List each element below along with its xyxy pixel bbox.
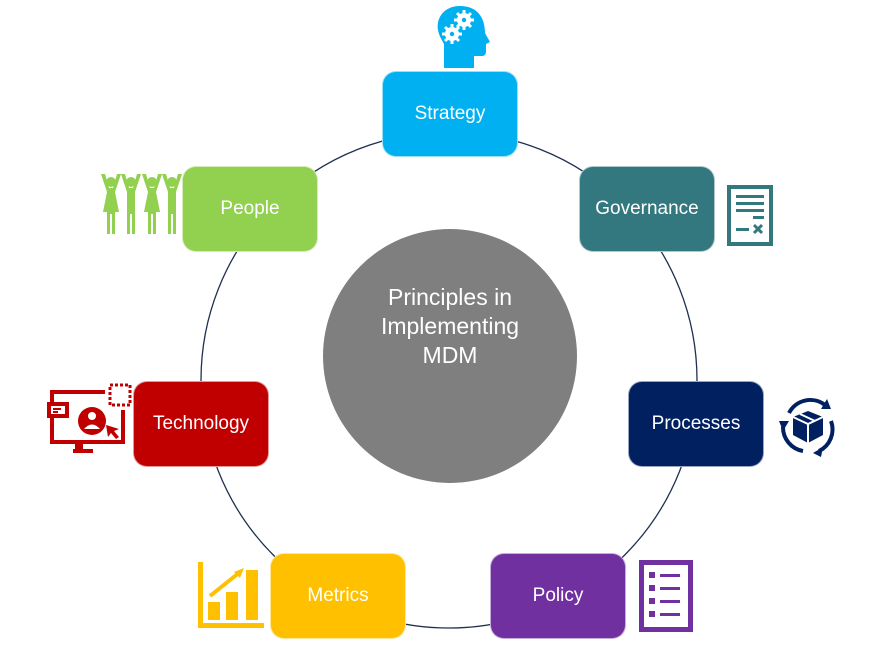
bar-chart-growth-icon	[198, 562, 264, 628]
monitor-user-icon	[47, 383, 132, 453]
center-title-line-1: Principles in	[388, 283, 512, 310]
node-people: People	[182, 166, 318, 252]
node-policy-label: Policy	[532, 585, 584, 606]
cycle-package-icon	[779, 398, 835, 457]
node-metrics: Metrics	[270, 553, 406, 639]
node-strategy-label: Strategy	[414, 103, 486, 124]
center-title-line-2: Implementing	[380, 312, 520, 339]
people-group-icon	[101, 174, 182, 234]
node-strategy: Strategy	[382, 71, 518, 157]
node-governance: Governance	[579, 166, 715, 252]
node-technology: Technology	[133, 381, 269, 467]
node-governance-label: Governance	[595, 198, 699, 219]
head-gears-icon	[437, 6, 490, 68]
node-processes: Processes	[628, 381, 764, 467]
node-people-label: People	[220, 198, 280, 219]
node-technology-label: Technology	[152, 413, 250, 434]
node-metrics-label: Metrics	[307, 585, 369, 606]
center-title-line-3: MDM	[422, 341, 478, 368]
checklist-icon	[639, 560, 693, 632]
node-processes-label: Processes	[651, 413, 741, 434]
center-hub: Principles in Implementing MDM	[323, 229, 577, 483]
node-policy: Policy	[490, 553, 626, 639]
document-icon	[727, 185, 773, 246]
